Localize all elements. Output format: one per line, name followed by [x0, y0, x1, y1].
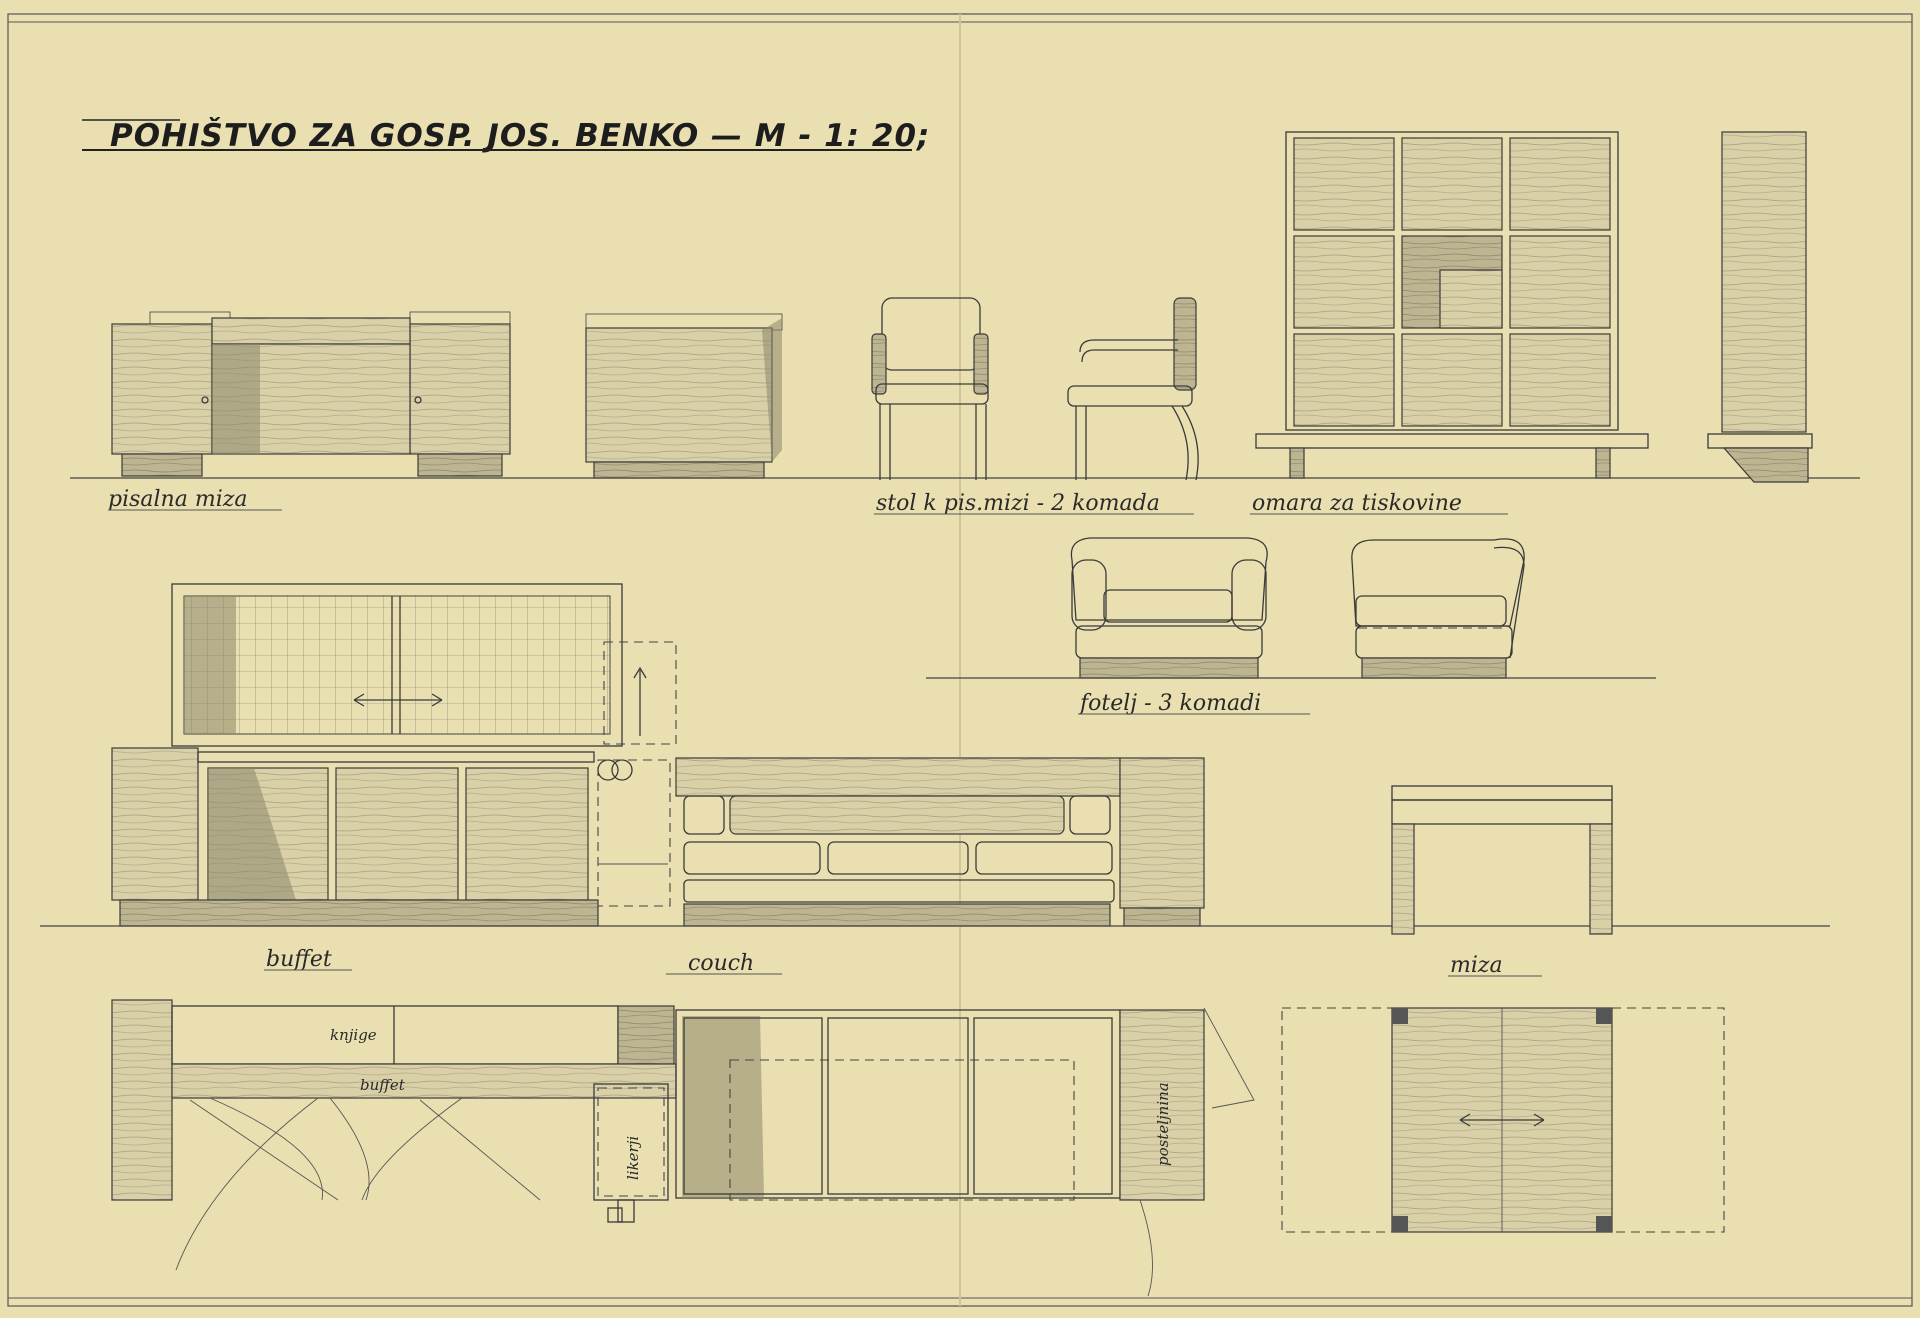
label-desk: pisalna miza — [108, 487, 247, 512]
buffet-couch-plan: knjige buffet likerji posteljnina — [111, 999, 1255, 1297]
title-text: POHIŠTVO ZA GOSP. JOS. BENKO — M - 1: 20… — [110, 117, 930, 154]
armchair-side-view — [1351, 538, 1525, 679]
armchair-front-view — [1070, 537, 1268, 679]
chair-side-view — [1067, 297, 1199, 481]
buffet-glass-cabinet — [171, 583, 677, 747]
label-armchairs: fotelj - 3 komadi — [1078, 691, 1261, 716]
note-books: knjige — [330, 1026, 377, 1044]
sheet-border — [7, 13, 1913, 1307]
cabinet-side-view — [1707, 131, 1813, 483]
chair-front-view — [871, 297, 989, 480]
desk-front-elevation — [111, 311, 511, 477]
desk-side-elevation — [585, 313, 783, 479]
table-plan — [1281, 1007, 1725, 1233]
label-table: miza — [1450, 953, 1503, 978]
label-couch: couch — [688, 951, 754, 976]
cabinet-front-view — [1255, 131, 1649, 479]
note-bedding: posteljnina — [1154, 1082, 1172, 1166]
drawing-title: POHIŠTVO ZA GOSP. JOS. BENKO — M - 1: 20… — [82, 117, 930, 154]
label-buffet: buffet — [266, 947, 332, 972]
buffet-front-elevation — [111, 747, 671, 927]
table-elevation — [1391, 785, 1613, 935]
label-chairs: stol k pis.mizi - 2 komada — [876, 491, 1160, 516]
note-buffet: buffet — [360, 1076, 406, 1094]
label-cabinet: omara za tiskovine — [1252, 491, 1462, 516]
note-liquors: likerji — [624, 1136, 642, 1180]
couch-front-elevation — [675, 757, 1205, 927]
